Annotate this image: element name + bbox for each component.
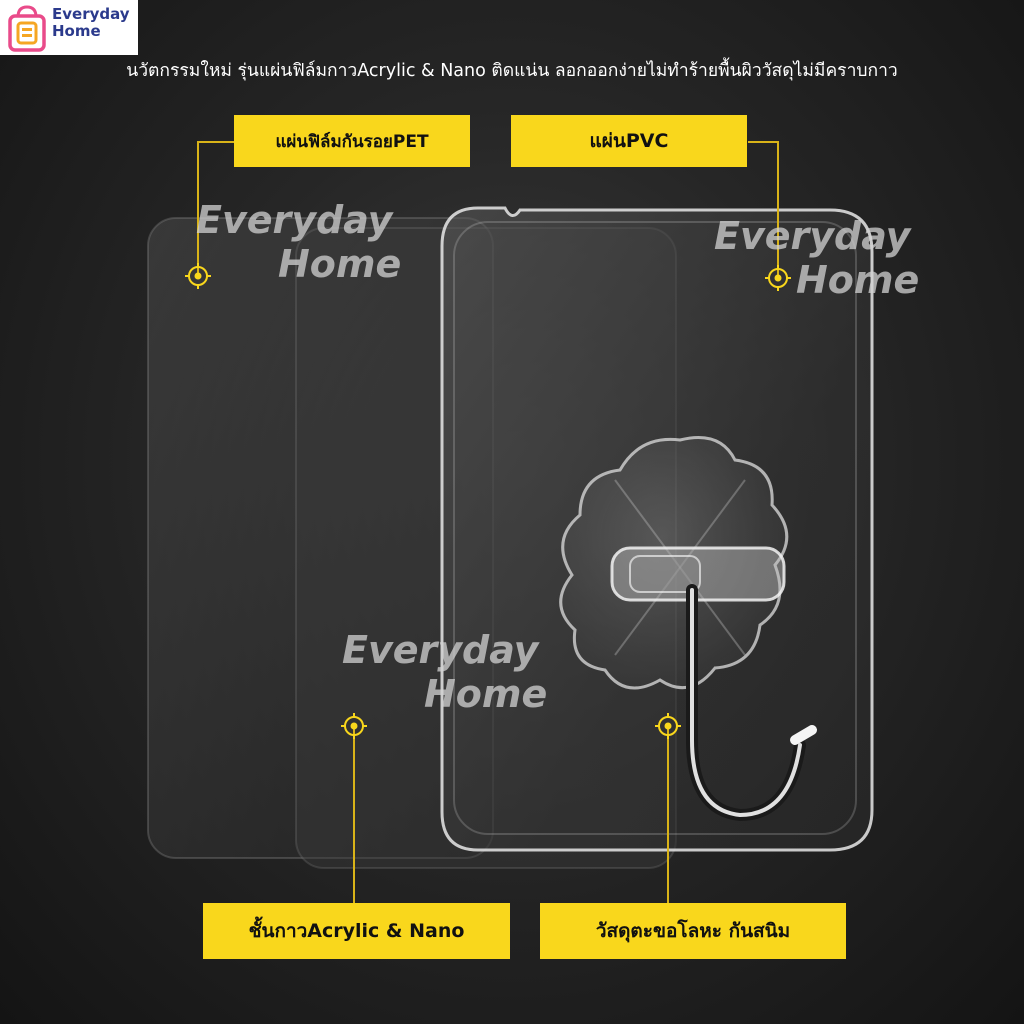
watermark-line2: Home	[796, 258, 920, 302]
watermark-line1: Everyday	[196, 198, 393, 242]
hook-base	[559, 436, 789, 690]
label-adhesive-layer: ชั้นกาวAcrylic & Nano	[203, 903, 510, 959]
watermark-line2: Home	[278, 242, 402, 286]
brand-logo: Everyday Home	[0, 0, 138, 55]
headline: นวัตกรรมใหม่ รุ่นแผ่นฟิล์มกาวAcrylic & N…	[126, 61, 898, 81]
watermark-center: Everyday Home	[342, 628, 547, 716]
watermark-line2: Home	[424, 672, 548, 716]
callout-line-pvc	[748, 141, 779, 278]
target-marker-pet	[185, 263, 211, 289]
hook-clip	[610, 546, 786, 602]
watermark-top-left: Everyday Home	[196, 198, 401, 286]
label-pvc-sheet: แผ่นPVC	[511, 115, 747, 167]
callout-line-pet	[197, 141, 235, 275]
watermark-line1: Everyday	[342, 628, 539, 672]
watermark-top-right: Everyday Home	[714, 214, 919, 302]
label-pet-film: แผ่นฟิล์มกันรอยPET	[234, 115, 470, 167]
watermark-line1: Everyday	[714, 214, 911, 258]
brand-line2: Home	[52, 22, 101, 40]
shopping-bag-icon	[8, 5, 46, 52]
target-marker-hook	[655, 713, 681, 739]
target-marker-pvc	[765, 265, 791, 291]
target-marker-adhesive	[341, 713, 367, 739]
label-hook-material: วัสดุตะขอโลหะ กันสนิม	[540, 903, 846, 959]
brand-name: Everyday Home	[52, 6, 136, 40]
brand-line1: Everyday	[52, 5, 130, 23]
